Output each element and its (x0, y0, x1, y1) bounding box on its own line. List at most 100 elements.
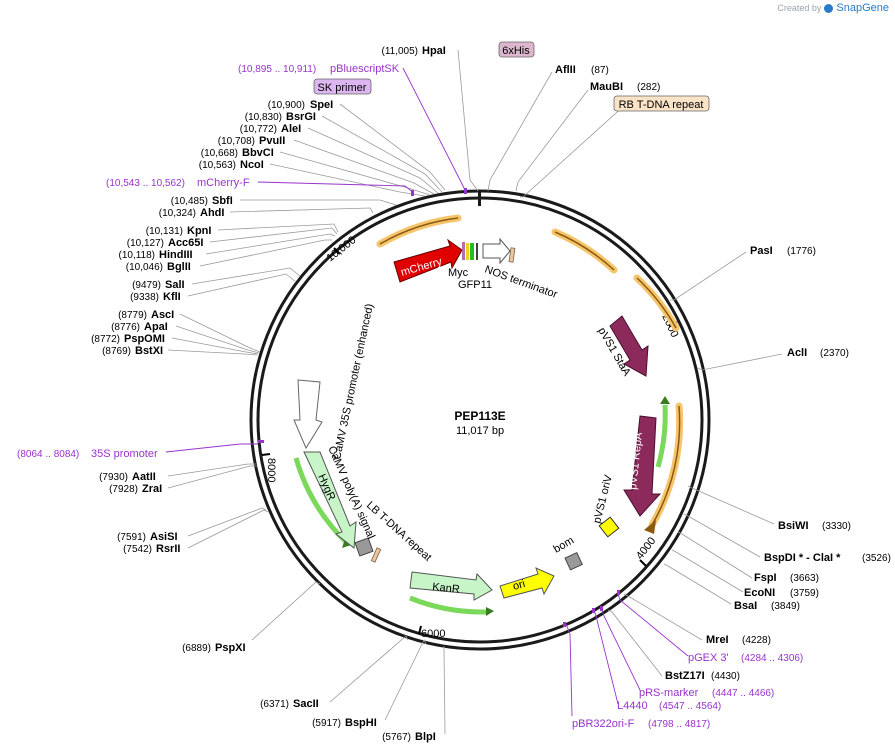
primer-labels: (10,895 .. 10,911) pBluescriptSK (10,543… (17, 63, 803, 730)
enzyme-name: AhdI (200, 207, 224, 219)
primer-range: (10,895 .. 10,911) (238, 64, 316, 75)
primer-range: (10,543 .. 10,562) (106, 178, 185, 189)
enzyme-num: (10,324) (159, 208, 196, 219)
boxed-labels: 6xHis SK primer RB T-DNA repeat (313, 41, 710, 112)
enzyme-name: HindIII (159, 249, 193, 261)
enzyme-name: BglII (167, 261, 191, 273)
enzyme-num: (10,830) (245, 112, 282, 123)
lb-feature (354, 537, 382, 563)
enzyme-num: (5917) (312, 718, 341, 729)
enzyme-name: AleI (281, 123, 301, 135)
enzyme-num: (8769) (102, 346, 131, 357)
enzyme-num: (5767) (382, 732, 411, 743)
plasmid-name: PEP113E (454, 409, 505, 423)
rb-tdna-label: RB T-DNA repeat (619, 99, 704, 111)
enzyme-name: MreI (706, 634, 729, 646)
bom-feature: bom (552, 535, 583, 571)
enzyme-name: PspXI (215, 642, 246, 654)
credit-prefix: Created by (777, 3, 822, 13)
camv-35s-label: CaMV 35S promoter (enhanced) (331, 303, 376, 461)
enzyme-name: BstZ17I (665, 670, 705, 682)
enzyme-num: (10,668) (201, 148, 238, 159)
pvs1-oriv-feature: pVS1 oriV (591, 473, 620, 538)
primer-range: (4447 .. 4466) (712, 688, 774, 699)
enzyme-name: KflI (163, 291, 181, 303)
primer-name: mCherry-F (197, 177, 250, 189)
enzyme-name: RsrII (156, 543, 180, 555)
enzyme-num: (2370) (820, 348, 849, 359)
enzyme-name: AsiSI (150, 531, 178, 543)
enzyme-name: PasI (750, 245, 773, 257)
enzyme-num: (11,005) (381, 46, 418, 57)
enzyme-num: (10,563) (199, 160, 236, 171)
enzyme-num: (1776) (787, 246, 816, 257)
enzyme-name: HpaI (422, 45, 446, 57)
plasmid-size: 11,017 bp (456, 425, 504, 437)
enzyme-name: ApaI (144, 321, 168, 333)
kanr-feature: KanR (409, 571, 493, 601)
enzyme-name: SalI (165, 279, 185, 291)
enzyme-name: SpeI (310, 99, 333, 111)
primer-range: (4547 .. 4564) (659, 701, 721, 712)
enzyme-leaders-right (487, 71, 783, 677)
pvs1-staa-feature: pVS1 StaA (595, 315, 649, 379)
camv-35s-feature (293, 379, 323, 450)
enzyme-num: (8772) (91, 334, 120, 345)
plasmid-center: PEP113E 11,017 bp (454, 409, 505, 437)
primer-name: L4440 (617, 700, 648, 712)
enzyme-name: BlpI (415, 731, 436, 743)
enzyme-num: (10,485) (171, 196, 208, 207)
feature-ticks (478, 192, 481, 206)
enzyme-name: PspOMI (124, 333, 165, 345)
kanr-label: KanR (432, 581, 461, 596)
enzyme-leaders-left (167, 49, 479, 735)
myc-gfp11-bars: Myc GFP11 (448, 242, 492, 291)
gfp11-label: GFP11 (458, 279, 492, 291)
primer-name: pBluescriptSK (330, 63, 400, 75)
ori-label: ori (512, 578, 527, 593)
enzyme-num: (10,131) (146, 226, 183, 237)
enzyme-num: (3330) (822, 521, 851, 532)
enzyme-num: (9479) (132, 280, 161, 291)
enzyme-name: BbvCI (242, 147, 274, 159)
enzyme-num: (10,772) (240, 124, 277, 135)
enzyme-num: (3849) (771, 601, 800, 612)
primer-name: 35S promoter (91, 448, 158, 460)
enzyme-name: EcoNI (744, 587, 775, 599)
pvs1-repa-feature: pVS1 RepA (623, 415, 662, 517)
enzyme-name: Acc65I (168, 237, 203, 249)
bom-label: bom (552, 535, 577, 556)
orange-arcs (376, 214, 684, 534)
enzyme-num: (3663) (790, 573, 819, 584)
enzyme-num: (10,118) (118, 250, 155, 261)
enzyme-num: (282) (637, 82, 660, 93)
enzyme-num: (8779) (118, 310, 147, 321)
enzyme-num: (10,046) (126, 262, 163, 273)
enzyme-name: BsrGI (286, 111, 316, 123)
enzyme-name: NcoI (240, 159, 264, 171)
primer-name: pRS-marker (639, 687, 699, 699)
enzyme-labels-right: AflII (87) MauBI (282) PasI (1776) AclI … (555, 64, 891, 682)
six-his-label: 6xHis (502, 45, 530, 57)
enzyme-name: ZraI (142, 483, 162, 495)
credit-brand: SnapGene (836, 2, 889, 14)
primer-marks (258, 188, 620, 627)
primer-name: pBR322ori-F (572, 718, 635, 730)
tick-8000: 8000 (265, 458, 277, 482)
enzyme-name: AflII (555, 64, 576, 76)
enzyme-name: BstXI (135, 345, 163, 357)
enzyme-num: (87) (591, 65, 609, 76)
primer-range: (8064 .. 8084) (17, 449, 79, 460)
enzyme-num: (7591) (117, 532, 146, 543)
enzyme-name: SbfI (212, 195, 233, 207)
enzyme-num: (10,127) (127, 238, 164, 249)
enzyme-name: BspDI * - ClaI * (764, 552, 841, 564)
primer-range: (4798 .. 4817) (648, 719, 710, 730)
nos-terminator-label: NOS terminator (483, 264, 559, 302)
enzyme-num: (4430) (711, 671, 740, 682)
enzyme-num: (7928) (109, 484, 138, 495)
enzyme-num: (6889) (182, 643, 211, 654)
enzyme-num: (3759) (790, 588, 819, 599)
snapgene-logo-icon (824, 3, 834, 13)
